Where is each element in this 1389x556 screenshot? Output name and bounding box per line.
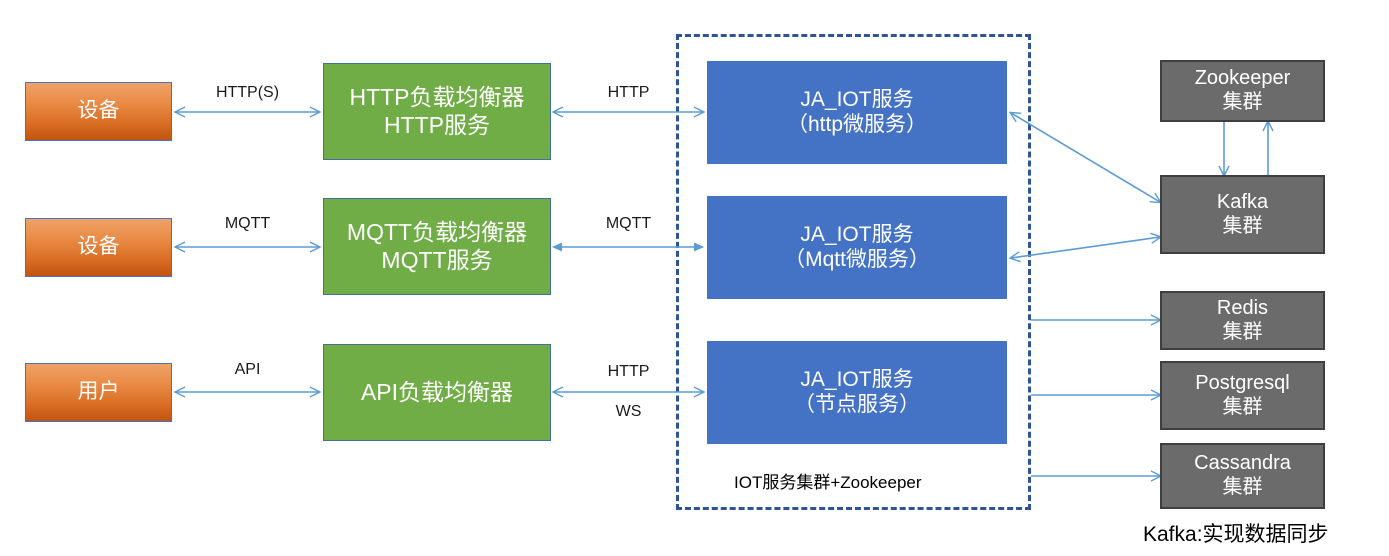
service-box-iot-mqtt[interactable]: JA_IOT服务 （Mqtt微服务） [707,196,1007,299]
iot-service-group-container [676,34,1031,510]
cluster-box-zookeeper[interactable]: Zookeeper 集群 [1160,60,1325,122]
service-label: JA_IOT服务 （http微服务） [786,87,928,136]
client-label: 设备 [77,235,120,259]
service-label: JA_IOT服务 （Mqtt微服务） [784,222,930,271]
service-box-iot-node[interactable]: JA_IOT服务 （节点服务） [707,341,1007,444]
cluster-label: Kafka 集群 [1216,190,1269,237]
edge-label-client-mqtt: MQTT [224,215,271,232]
balancer-box-mqtt-lb[interactable]: MQTT负载均衡器 MQTT服务 [323,198,551,295]
edge-label-client-api: API [234,361,261,378]
cluster-box-postgresql[interactable]: Postgresql 集群 [1160,361,1325,430]
cluster-label: Redis 集群 [1216,296,1269,343]
edge-label-lb-http: HTTP [607,84,650,101]
cluster-box-kafka[interactable]: Kafka 集群 [1160,175,1325,254]
client-box-device-http[interactable]: 设备 [25,82,172,141]
balancer-box-http-lb[interactable]: HTTP负载均衡器 HTTP服务 [323,63,551,160]
edge-label-lb-mqtt: MQTT [605,215,652,232]
client-box-device-mqtt[interactable]: 设备 [25,218,172,277]
cluster-label: Zookeeper 集群 [1194,67,1291,113]
balancer-label: MQTT负载均衡器 MQTT服务 [346,219,528,273]
client-label: 设备 [77,99,120,123]
service-label: JA_IOT服务 （节点服务） [794,367,920,416]
client-box-user-api[interactable]: 用户 [25,363,172,422]
cluster-box-redis[interactable]: Redis 集群 [1160,291,1325,350]
cluster-label: Postgresql 集群 [1195,371,1290,418]
edge-label-lb-api-http: HTTP [607,363,650,380]
edge-label-lb-api-ws: WS [615,403,642,420]
cluster-label: Cassandra 集群 [1194,452,1291,498]
client-label: 用户 [77,380,120,404]
balancer-label: HTTP负载均衡器 HTTP服务 [349,84,525,138]
balancer-label: API负载均衡器 [360,378,514,405]
service-box-iot-http[interactable]: JA_IOT服务 （http微服务） [707,61,1007,164]
iot-service-group-label: IOT服务集群+Zookeeper [734,473,922,492]
cluster-box-cassandra[interactable]: Cassandra 集群 [1160,443,1325,509]
footer-note-kafka: Kafka:实现数据同步 [1143,523,1329,546]
balancer-box-api-lb[interactable]: API负载均衡器 [323,344,551,441]
edge-label-client-http: HTTP(S) [215,84,280,101]
